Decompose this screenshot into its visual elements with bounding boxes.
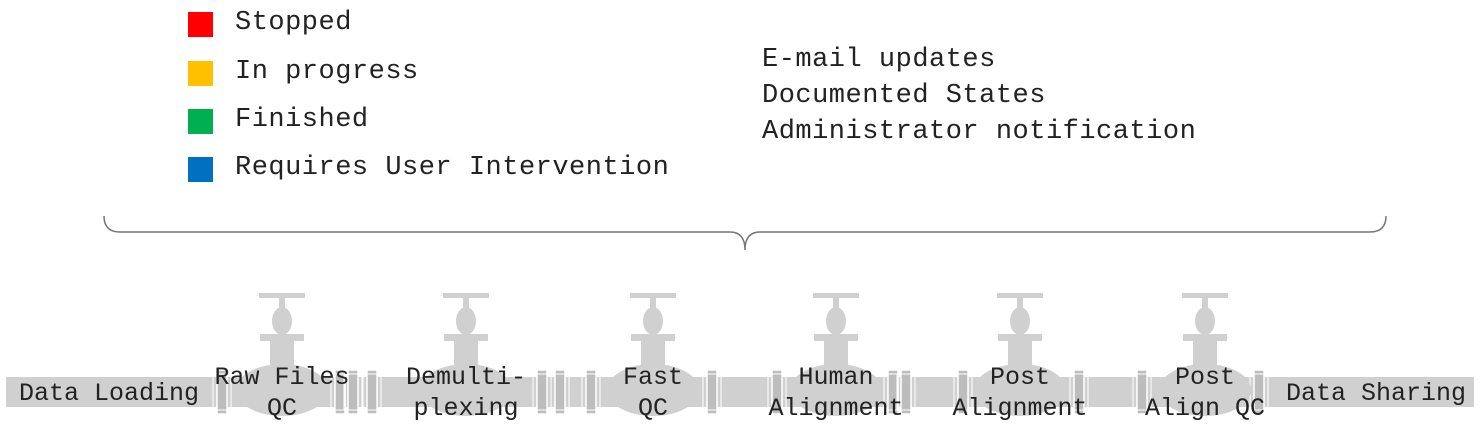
valve-stem: [650, 298, 656, 308]
pipe-flange-ring: [1132, 373, 1152, 411]
valve-neck: [1193, 341, 1217, 365]
pipe-flange-ring: [362, 373, 382, 411]
pipe-flange-ring: [550, 373, 570, 411]
pipe-flange: [1253, 369, 1265, 415]
valve-neck: [454, 341, 478, 365]
valve-neck: [1008, 341, 1032, 365]
valve-neck: [270, 341, 294, 365]
pipe-flange: [1073, 369, 1085, 415]
stage-label-line2: plexing: [413, 394, 518, 423]
valve-body: [607, 364, 699, 416]
pipe-flange: [554, 369, 566, 415]
labels-layer: Data Loading Data Sharing Raw FilesQCDem…: [19, 363, 1466, 423]
feature-documented-states: Documented States: [762, 81, 1046, 111]
pipe-flange-ring: [896, 373, 916, 411]
valve-neck: [824, 341, 848, 365]
pipe-flange: [1136, 369, 1148, 415]
valve-yoke: [631, 334, 675, 341]
valve-bonnet: [272, 307, 292, 335]
valve-handwheel: [813, 293, 859, 298]
pipe-flange-ring: [581, 373, 601, 411]
stage-label-line2: Align QC: [1145, 394, 1265, 423]
stage-label-line1: Post: [1175, 363, 1235, 392]
pipe-flange: [887, 369, 899, 415]
legend-label-stopped: Stopped: [235, 8, 352, 38]
pipe-flange: [900, 369, 912, 415]
valve-5: [974, 293, 1066, 416]
pipeline-start-label: Data Loading: [19, 379, 199, 408]
pipe-flange: [334, 369, 346, 415]
valve-handwheel: [259, 293, 305, 298]
valve-stem: [1202, 298, 1208, 308]
valve-6: [1159, 293, 1251, 416]
valves-layer: [212, 293, 1269, 416]
valve-2: [420, 293, 512, 416]
valve-yoke: [444, 334, 488, 341]
stage-label-line2: QC: [267, 394, 297, 423]
valve-stem: [1017, 298, 1023, 308]
valve-yoke: [998, 334, 1042, 341]
pipe-flange: [706, 369, 718, 415]
valve-bonnet: [456, 307, 476, 335]
valve-bonnet: [826, 307, 846, 335]
valve-neck: [641, 341, 665, 365]
pipe-flange-ring: [953, 373, 973, 411]
pipe-flange-ring: [702, 373, 722, 411]
legend-label-requires-user-intervention: Requires User Intervention: [235, 153, 670, 183]
legend-label-finished: Finished: [235, 105, 369, 135]
stage-label-line2: Alignment: [768, 394, 903, 423]
valve-1: [236, 293, 328, 416]
pipe-flange: [585, 369, 597, 415]
valve-body: [236, 364, 328, 416]
stage-label-line1: Fast: [623, 363, 683, 392]
legend-swatch-stopped: [188, 12, 213, 37]
valve-yoke: [1183, 334, 1227, 341]
valve-bonnet: [1010, 307, 1030, 335]
valve-body: [1159, 364, 1251, 416]
valve-bonnet: [643, 307, 663, 335]
pipe-flange: [536, 369, 548, 415]
feature-administrator-notification: Administrator notification: [762, 117, 1197, 147]
pipe-flange: [216, 369, 228, 415]
valve-4: [790, 293, 882, 416]
valve-body: [790, 364, 882, 416]
pipe-flange-ring: [343, 373, 363, 411]
valve-handwheel: [1182, 293, 1228, 298]
legend-label-in-progress: In progress: [235, 57, 419, 87]
stage-label-line2: QC: [638, 394, 668, 423]
pipe-flange-ring: [767, 373, 787, 411]
stage-label-line1: Human: [798, 363, 873, 392]
valve-body: [974, 364, 1066, 416]
valve-handwheel: [997, 293, 1043, 298]
stage-label-line2: Alignment: [952, 394, 1087, 423]
stage-label-line1: Post: [990, 363, 1050, 392]
pipe-flange: [366, 369, 378, 415]
valve-stem: [463, 298, 469, 308]
pipe-flange-ring: [1069, 373, 1089, 411]
valve-bonnet: [1195, 307, 1215, 335]
valve-handwheel: [443, 293, 489, 298]
valve-yoke: [814, 334, 858, 341]
valve-yoke: [260, 334, 304, 341]
valve-stem: [833, 298, 839, 308]
pipeline-end-label: Data Sharing: [1286, 379, 1466, 408]
pipe-flange: [347, 369, 359, 415]
grouping-brace: [103, 215, 1387, 251]
feature-list: E-mail updates Documented States Adminis…: [762, 42, 1196, 150]
valve-body: [420, 364, 512, 416]
stage-label-line1: Demulti-: [406, 363, 526, 392]
valve-handwheel: [630, 293, 676, 298]
legend-swatch-requires-user-intervention: [188, 157, 213, 182]
stage-label-line1: Raw Files: [214, 363, 349, 392]
pipe-flange-ring: [212, 373, 232, 411]
pipe-flange: [771, 369, 783, 415]
legend-swatch-in-progress: [188, 61, 213, 86]
valve-stem: [279, 298, 285, 308]
legend-swatch-finished: [188, 109, 213, 134]
valve-3: [607, 293, 699, 416]
feature-email-updates: E-mail updates: [762, 45, 996, 75]
pipe-flange: [957, 369, 969, 415]
